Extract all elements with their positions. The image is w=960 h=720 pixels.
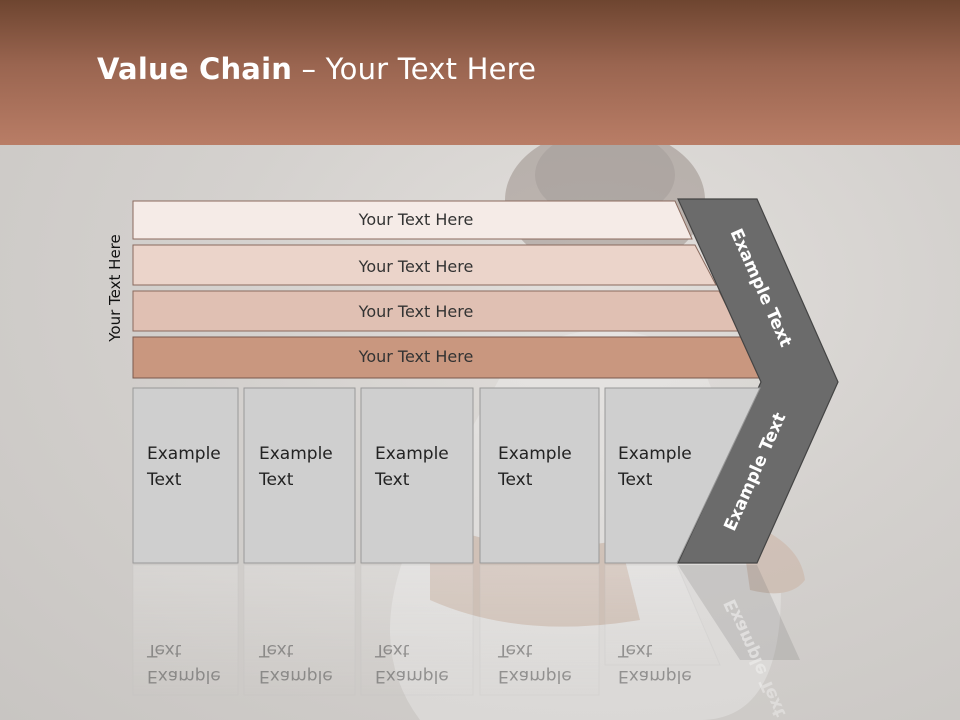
page-title: Value Chain – Your Text Here	[97, 52, 537, 86]
box-4-reflection-line2: Text	[497, 640, 533, 660]
box-3-line1: Example	[375, 444, 449, 464]
box-3-reflection-line1: Example	[375, 666, 449, 686]
chevron-arrow	[677, 198, 839, 564]
box-1-reflection-line1: Example	[147, 666, 221, 686]
box-5-line2: Text	[617, 470, 653, 490]
box-2-line2: Text	[258, 470, 294, 490]
box-3-reflection-line2: Text	[374, 640, 410, 660]
band-4-label: Your Text Here	[358, 347, 474, 366]
box-4: Example Text	[479, 387, 600, 564]
box-3-line2: Text	[374, 470, 410, 490]
box-1-shape	[132, 387, 239, 564]
box-2-reflection-line2: Text	[258, 640, 294, 660]
band-4: Your Text Here	[132, 336, 764, 379]
reflection: Example Text Example Text Example Text E…	[132, 564, 800, 720]
box-2: Example Text	[243, 387, 356, 564]
header-bar	[0, 0, 960, 145]
box-5-reflection-line2: Text	[617, 640, 653, 660]
box-3: Example Text	[360, 387, 474, 564]
box-4-reflection-line1: Example	[498, 666, 572, 686]
box-2-shape	[243, 387, 356, 564]
box-5-shape	[604, 387, 761, 564]
band-3: Your Text Here	[132, 290, 740, 332]
band-2-shape	[132, 244, 717, 286]
box-1-line2: Text	[146, 470, 182, 490]
box-4-line1: Example	[498, 444, 572, 464]
box-2-line1: Example	[259, 444, 333, 464]
band-2-label: Your Text Here	[358, 257, 474, 276]
box-1-reflection-line2: Text	[146, 640, 182, 660]
box-4-shape	[479, 387, 600, 564]
band-1-shape	[132, 200, 693, 240]
band-3-label: Your Text Here	[358, 302, 474, 321]
band-1-label: Your Text Here	[358, 210, 474, 229]
box-5-line1: Example	[618, 444, 692, 464]
box-1: Example Text	[132, 387, 239, 564]
box-3-shape	[360, 387, 474, 564]
box-5-reflection-line1: Example	[618, 666, 692, 686]
band-2: Your Text Here	[132, 244, 717, 286]
box-4-line2: Text	[497, 470, 533, 490]
box-2-reflection-line1: Example	[259, 666, 333, 686]
box-1-line1: Example	[147, 444, 221, 464]
box-5: Example Text	[604, 387, 761, 564]
band-1: Your Text Here	[132, 200, 693, 240]
